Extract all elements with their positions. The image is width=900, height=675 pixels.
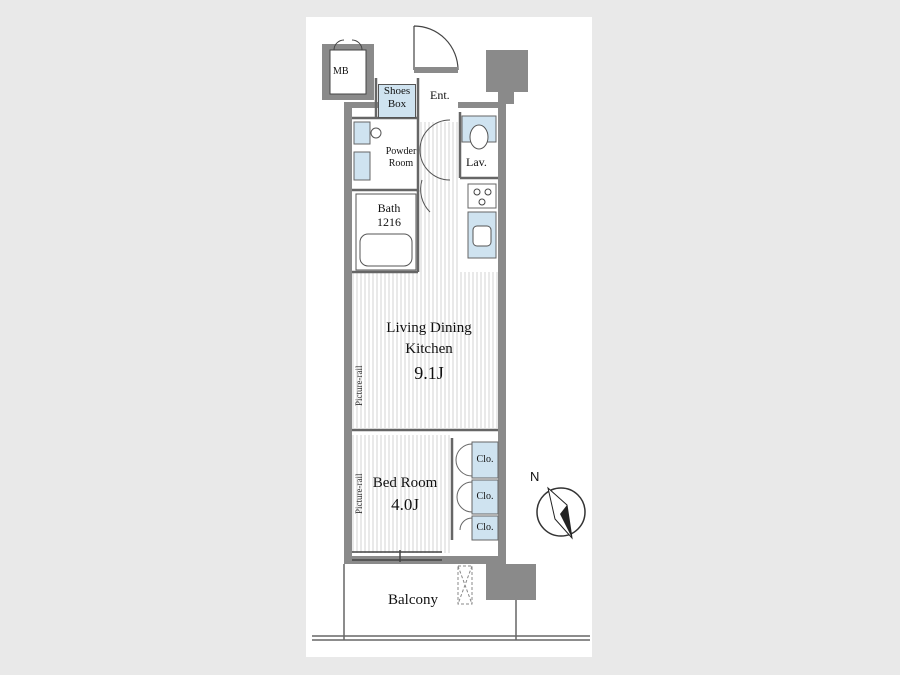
powder-door (419, 119, 451, 151)
compass-ring-icon (536, 487, 586, 537)
inner-walls (352, 78, 498, 540)
bathtub-icon (359, 233, 413, 267)
picture-rail-bed-label: Picture-rail (354, 473, 364, 514)
bath-label: Bath 1216 (372, 201, 406, 230)
bath-door (420, 179, 431, 213)
mb-label: MB (333, 66, 349, 77)
bath-room (355, 193, 417, 271)
stove-icon (467, 183, 497, 209)
powder-room-label: Powder Room (384, 146, 418, 169)
ldk-area: 9.1J (414, 363, 444, 383)
powder-shelf-icon (353, 121, 371, 145)
basin-icon (370, 127, 382, 139)
north-label: N (530, 469, 540, 484)
ldk-label: Living Dining Kitchen 9.1J (370, 318, 488, 384)
closet-doors (455, 443, 473, 531)
corridor-floor (420, 122, 460, 272)
shoes-box: Shoes Box (378, 84, 416, 118)
closet-label-1: Clo. (476, 454, 494, 465)
bedroom-floor (352, 435, 452, 553)
bedroom-area: 4.0J (391, 495, 419, 514)
powder-shelf2-icon (353, 151, 371, 181)
bath-line2: 1216 (377, 214, 401, 229)
bath-line1: Bath (377, 201, 401, 215)
ldk-line1: Living Dining (386, 320, 472, 336)
closet-label-2: Clo. (476, 491, 494, 502)
closet-label-3: Clo. (476, 522, 494, 533)
shoes-box-line2: Box (387, 97, 407, 110)
sink-icon (472, 225, 492, 247)
closets (471, 441, 499, 541)
bedroom-label: Bed Room 4.0J (360, 472, 450, 516)
balcony-label: Balcony (388, 592, 438, 608)
powder-room-line2: Room (388, 157, 414, 169)
ldk-floor (352, 272, 498, 428)
lavatory-label: Lav. (466, 155, 487, 169)
picture-rail-ldk-label: Picture-rail (354, 365, 364, 406)
balcony-window (352, 550, 442, 562)
bedroom-line1: Bed Room (372, 475, 438, 491)
balcony-outline (312, 564, 590, 641)
ac-unit (457, 565, 473, 605)
compass (536, 486, 586, 540)
shoes-box-line1: Shoes (383, 85, 411, 97)
powder-room-line1: Powder (385, 146, 417, 157)
entrance-label: Ent. (430, 88, 450, 102)
entrance-door (413, 25, 459, 71)
ldk-line2: Kitchen (405, 341, 453, 357)
toilet-icon (469, 124, 489, 150)
